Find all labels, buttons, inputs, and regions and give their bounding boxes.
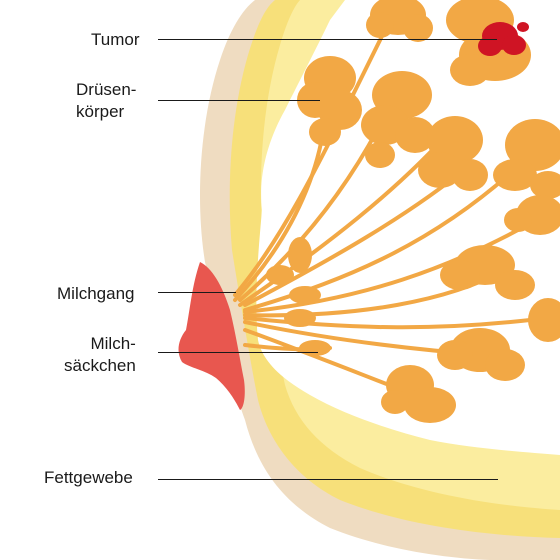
label-fettgewebe: Fettgewebe xyxy=(44,467,133,489)
label-milchsaeckchen: Milch- säckchen xyxy=(64,333,136,377)
nipple xyxy=(178,262,245,410)
label-tumor-text: Tumor xyxy=(91,30,140,49)
label-milchsaeckchen-line1: Milch- xyxy=(90,334,136,353)
label-tumor: Tumor xyxy=(91,29,140,51)
label-druesenkoerper-line2: körper xyxy=(76,102,125,121)
label-milchsaeckchen-line2: säckchen xyxy=(64,356,136,375)
label-druesenkoerper: Drüsen- körper xyxy=(76,79,136,123)
leader-lines xyxy=(158,39,498,480)
label-fettgewebe-text: Fettgewebe xyxy=(44,468,133,487)
label-milchgang-text: Milchgang xyxy=(57,284,135,303)
label-druesenkoerper-line1: Drüsen- xyxy=(76,80,137,99)
tumor-mass xyxy=(478,22,529,56)
label-milchgang: Milchgang xyxy=(57,283,135,305)
